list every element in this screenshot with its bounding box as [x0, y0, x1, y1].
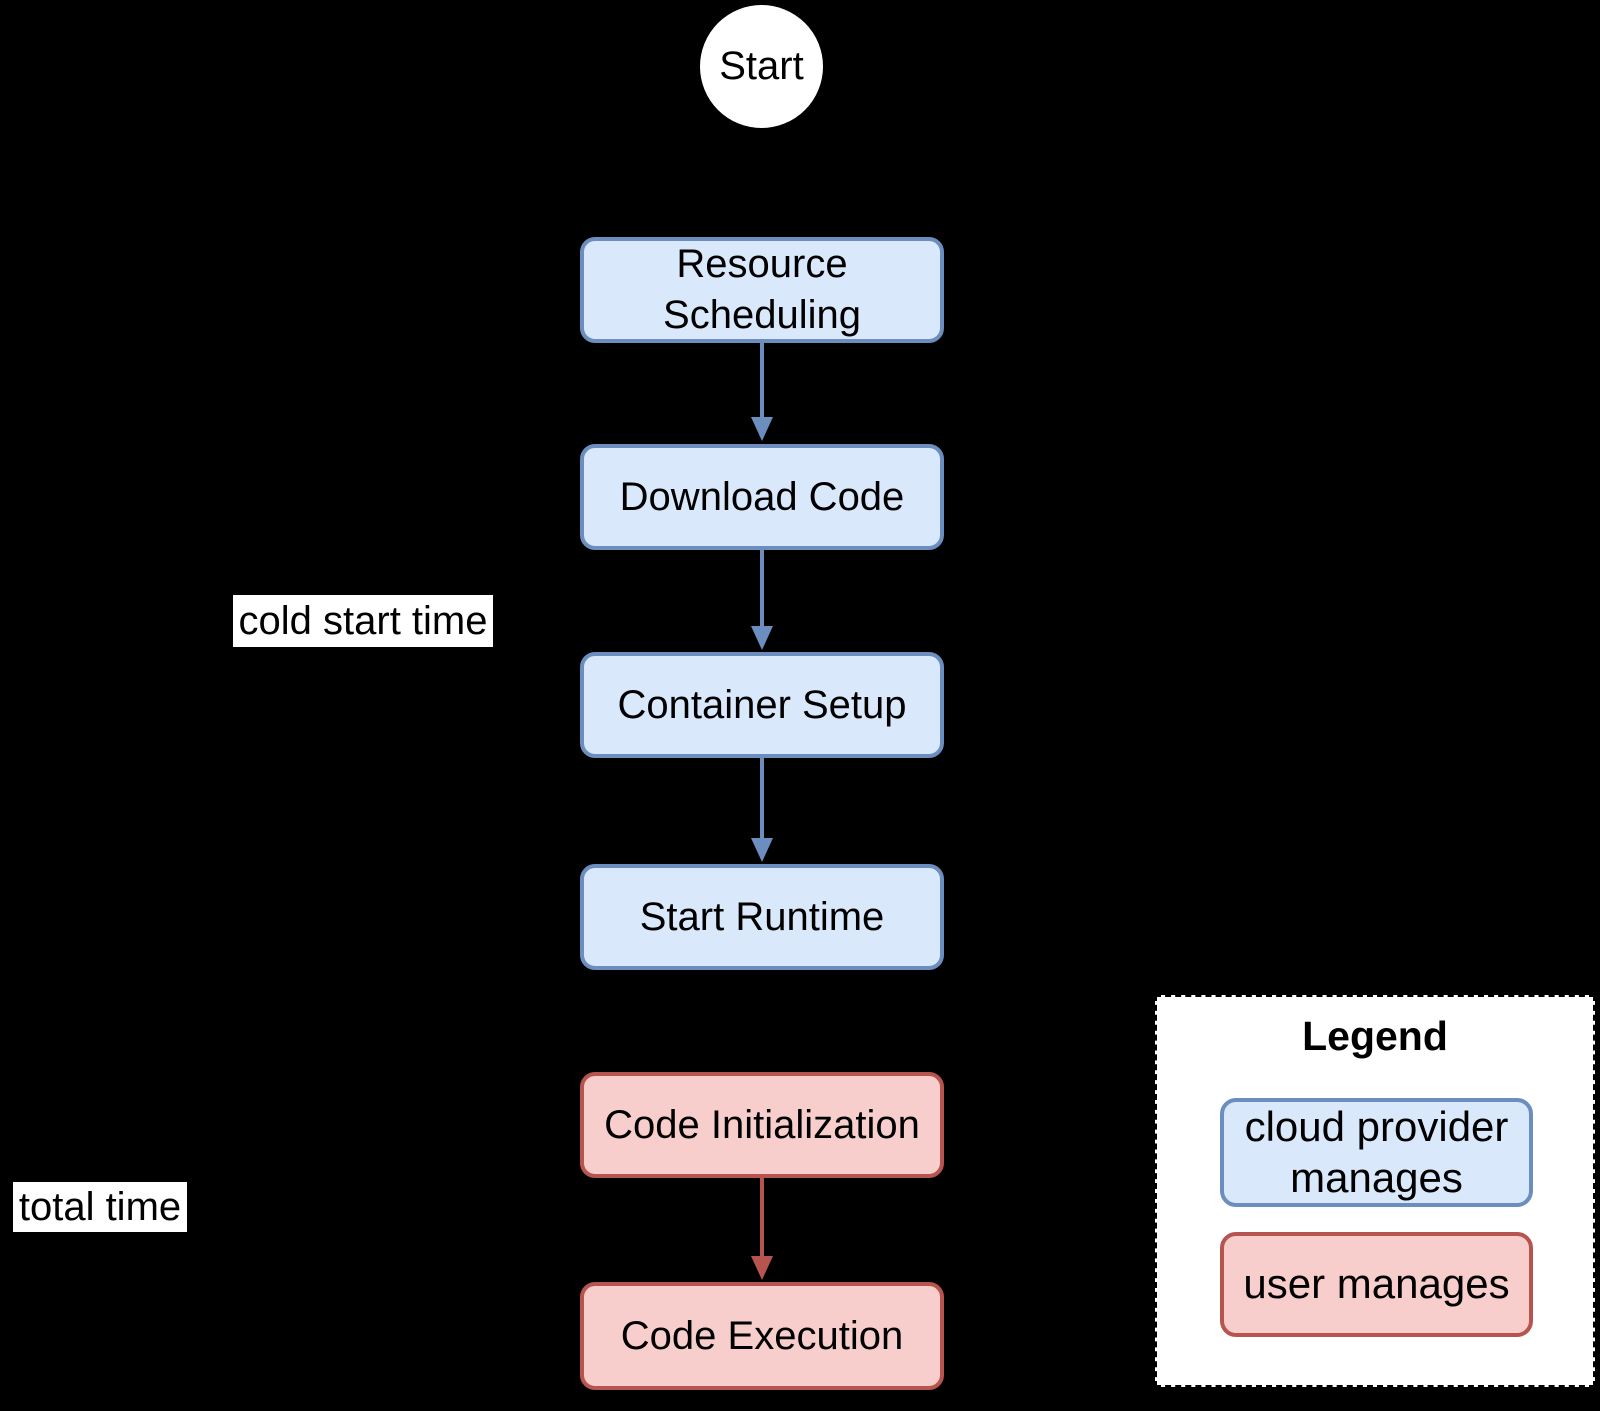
arrow-container-to-runtime [760, 758, 764, 838]
arrowhead-runtime-to-init [751, 1052, 773, 1076]
arrow-runtime-to-init [760, 970, 764, 1052]
arrow-start-to-resource [760, 130, 764, 222]
start-node: Start [698, 3, 825, 130]
total-time-label: total time [13, 1182, 187, 1232]
legend-item-label: user manages [1243, 1260, 1510, 1308]
node-label: Code Execution [620, 1313, 904, 1358]
node-label: Start Runtime [639, 894, 885, 939]
node-code-initialization: Code Initialization [580, 1072, 944, 1178]
arrowhead-container-to-runtime [751, 838, 773, 862]
arrowhead-download-to-container [751, 626, 773, 650]
node-code-execution: Code Execution [580, 1282, 944, 1390]
node-container-setup: Container Setup [580, 652, 944, 758]
node-download-code: Download Code [580, 444, 944, 550]
cold-start-time-text: cold start time [238, 598, 488, 643]
start-node-label: Start [719, 44, 804, 88]
legend-title: Legend [1302, 1013, 1448, 1059]
arrow-init-to-execution [760, 1178, 764, 1256]
arrowhead-resource-to-download [751, 417, 773, 441]
node-label: Code Initialization [604, 1102, 920, 1147]
legend-item-label: cloud provider manages [1244, 1103, 1509, 1201]
node-resource-scheduling: Resource Scheduling [580, 237, 944, 343]
legend: Legend cloud provider manages user manag… [1155, 995, 1595, 1387]
arrow-resource-to-download [760, 340, 764, 417]
arrow-download-to-container [760, 550, 764, 626]
node-label: Download Code [619, 474, 905, 519]
legend-item-user-manages: user manages [1220, 1232, 1533, 1337]
node-start-runtime: Start Runtime [580, 864, 944, 970]
cold-start-time-label: cold start time [233, 595, 493, 647]
total-time-text: total time [18, 1184, 182, 1229]
node-label: Container Setup [617, 682, 907, 727]
node-label: Resource Scheduling [663, 242, 861, 337]
arrowhead-init-to-execution [751, 1256, 773, 1280]
legend-item-cloud-provider: cloud provider manages [1220, 1098, 1533, 1207]
